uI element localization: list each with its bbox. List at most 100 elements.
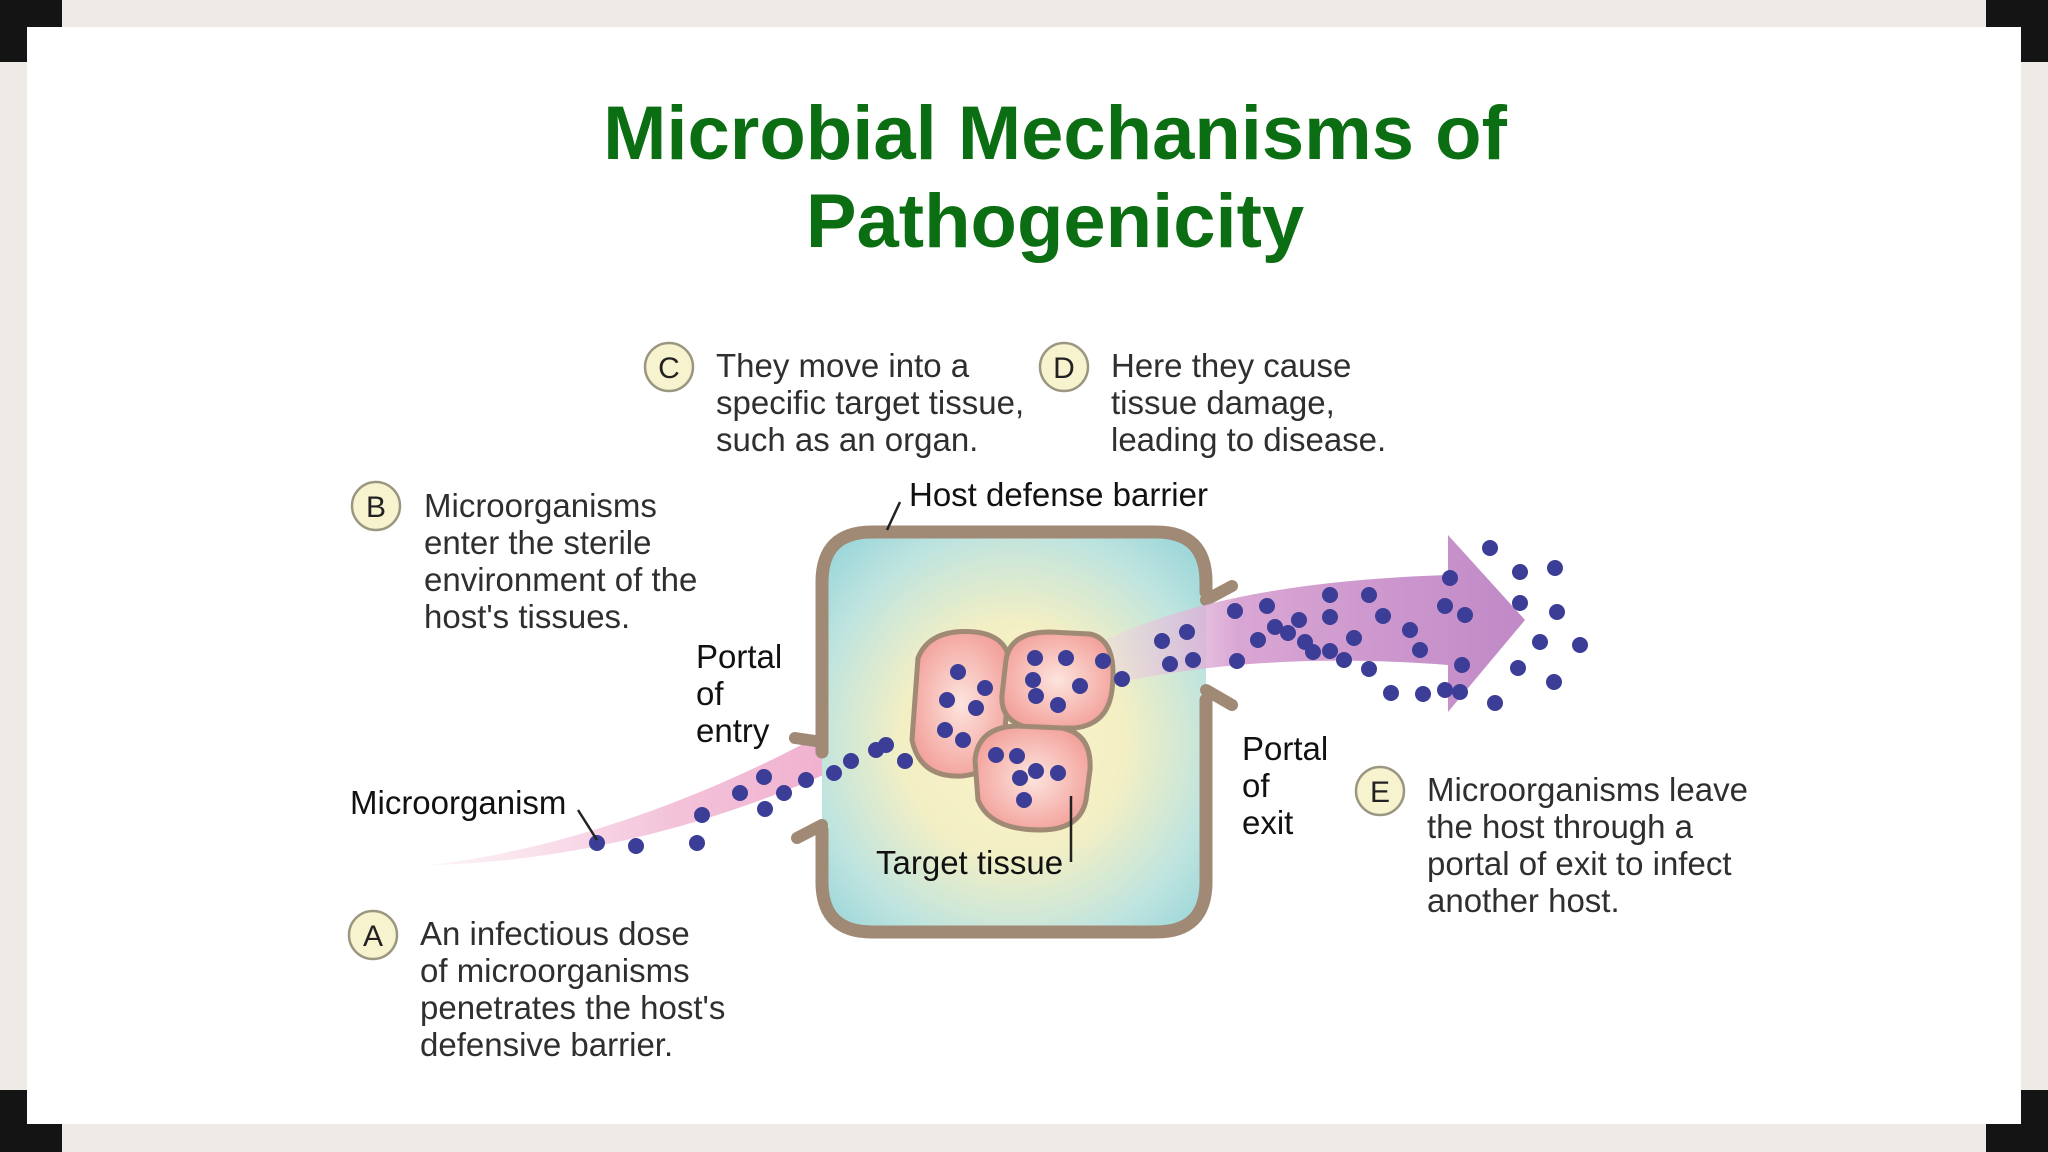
step-c-text: They move into a specific target tissue,… bbox=[716, 347, 1033, 458]
tissue-cell-2 bbox=[1002, 632, 1113, 728]
microorganism-dot bbox=[1027, 650, 1043, 666]
microorganism-dot bbox=[1452, 684, 1468, 700]
microorganism-dot bbox=[968, 700, 984, 716]
step-b-text: Microorganisms enter the sterile environ… bbox=[424, 487, 707, 635]
microorganism-dot bbox=[1305, 644, 1321, 660]
microorganism-dot bbox=[1572, 637, 1588, 653]
step-d-line-1: Here they cause bbox=[1111, 347, 1351, 384]
microorganism-dot bbox=[1415, 686, 1431, 702]
microorganism-dot bbox=[878, 737, 894, 753]
step-b-line-3: environment of the bbox=[424, 561, 697, 598]
microorganism-dot bbox=[1322, 609, 1338, 625]
microorganism-dot bbox=[1402, 622, 1418, 638]
microorganism-dot bbox=[977, 680, 993, 696]
microorganism-dot bbox=[1028, 763, 1044, 779]
microorganism-dot bbox=[1512, 564, 1528, 580]
step-d-line-2: tissue damage, bbox=[1111, 384, 1335, 421]
portal-of-exit-line-2: of bbox=[1242, 767, 1270, 804]
microorganism-dot bbox=[1375, 608, 1391, 624]
microorganism-dot bbox=[1280, 625, 1296, 641]
step-a-line-3: penetrates the host's bbox=[420, 989, 725, 1026]
microorganism-dot bbox=[798, 772, 814, 788]
portal-of-entry-label: Portal of entry bbox=[696, 638, 791, 749]
microorganism-dot bbox=[1179, 624, 1195, 640]
step-e: E Microorganisms leave the host through … bbox=[1356, 767, 1757, 919]
microorganism-label: Microorganism bbox=[350, 784, 566, 821]
microorganism-dot bbox=[826, 765, 842, 781]
microorganism-dot bbox=[1009, 748, 1025, 764]
microorganism-dot bbox=[1025, 672, 1041, 688]
step-d-text: Here they cause tissue damage, leading t… bbox=[1111, 347, 1386, 458]
microorganism-dot bbox=[1185, 652, 1201, 668]
step-b-line-2: enter the sterile bbox=[424, 524, 651, 561]
microorganism-dot bbox=[1336, 652, 1352, 668]
portal-of-exit-label: Portal of exit bbox=[1242, 730, 1337, 841]
microorganism-dot bbox=[1322, 587, 1338, 603]
portal-of-entry-flap-top bbox=[795, 738, 822, 742]
step-b: B Microorganisms enter the sterile envir… bbox=[352, 482, 707, 635]
microorganism-dot bbox=[1512, 595, 1528, 611]
microorganism-dot bbox=[1442, 570, 1458, 586]
microorganism-dot bbox=[1437, 598, 1453, 614]
microorganism-dot bbox=[1162, 656, 1178, 672]
step-c-line-1: They move into a bbox=[716, 347, 970, 384]
microorganism-dot bbox=[1072, 678, 1088, 694]
microorganism-dot bbox=[694, 807, 710, 823]
step-d: D Here they cause tissue damage, leading… bbox=[1040, 343, 1386, 458]
step-a-line-1: An infectious dose bbox=[420, 915, 690, 952]
microorganism-dot bbox=[1095, 653, 1111, 669]
microorganism-dot bbox=[1457, 607, 1473, 623]
step-c-letter: C bbox=[658, 352, 680, 385]
microorganism-dot bbox=[1028, 688, 1044, 704]
microorganism-dot bbox=[988, 747, 1004, 763]
host-defense-barrier-label: Host defense barrier bbox=[909, 476, 1208, 513]
step-b-letter: B bbox=[366, 491, 386, 524]
microorganism-dot bbox=[1259, 598, 1275, 614]
microorganism-dot bbox=[843, 753, 859, 769]
step-a-text: An infectious dose of microorganisms pen… bbox=[420, 915, 735, 1063]
target-tissue-label: Target tissue bbox=[876, 844, 1063, 881]
step-b-line-4: host's tissues. bbox=[424, 598, 630, 635]
step-a-line-2: of microorganisms bbox=[420, 952, 690, 989]
step-b-line-1: Microorganisms bbox=[424, 487, 657, 524]
microorganism-dot bbox=[757, 801, 773, 817]
portal-of-entry-line-2: of bbox=[696, 675, 724, 712]
microorganism-dot bbox=[1012, 770, 1028, 786]
microorganism-dot bbox=[1547, 560, 1563, 576]
microorganism-dot bbox=[589, 835, 605, 851]
microorganism-dot bbox=[955, 732, 971, 748]
step-d-line-3: leading to disease. bbox=[1111, 421, 1386, 458]
microorganism-dot bbox=[689, 835, 705, 851]
portal-of-entry-line-1: Portal bbox=[696, 638, 782, 675]
step-e-letter: E bbox=[1370, 776, 1390, 809]
microorganism-dot bbox=[628, 838, 644, 854]
microorganism-dot bbox=[1227, 603, 1243, 619]
microorganism-dot bbox=[1412, 642, 1428, 658]
step-c-line-2: specific target tissue, bbox=[716, 384, 1024, 421]
portal-of-exit-line-1: Portal bbox=[1242, 730, 1328, 767]
portal-of-exit-line-3: exit bbox=[1242, 804, 1293, 841]
microorganism-dot bbox=[1546, 674, 1562, 690]
microorganism-dot bbox=[1510, 660, 1526, 676]
microorganism-dot bbox=[1549, 604, 1565, 620]
microorganism-dot bbox=[1482, 540, 1498, 556]
step-c: C They move into a specific target tissu… bbox=[645, 343, 1033, 458]
portal-of-entry-line-3: entry bbox=[696, 712, 770, 749]
step-e-line-1: Microorganisms leave bbox=[1427, 771, 1748, 808]
microorganism-dot bbox=[1346, 630, 1362, 646]
step-e-line-3: portal of exit to infect bbox=[1427, 845, 1732, 882]
step-e-text: Microorganisms leave the host through a … bbox=[1427, 771, 1757, 919]
step-e-line-4: another host. bbox=[1427, 882, 1620, 919]
microorganism-dot bbox=[1361, 661, 1377, 677]
microorganism-dot bbox=[756, 769, 772, 785]
microorganism-dot bbox=[1050, 697, 1066, 713]
microorganism-dot bbox=[1437, 682, 1453, 698]
microorganism-dot bbox=[1454, 657, 1470, 673]
microorganism-dot bbox=[1154, 633, 1170, 649]
microorganism-dot bbox=[1487, 695, 1503, 711]
microorganism-dot bbox=[1383, 685, 1399, 701]
microorganism-dot bbox=[776, 785, 792, 801]
microorganism-dot bbox=[1016, 792, 1032, 808]
microorganism-dot bbox=[1291, 612, 1307, 628]
